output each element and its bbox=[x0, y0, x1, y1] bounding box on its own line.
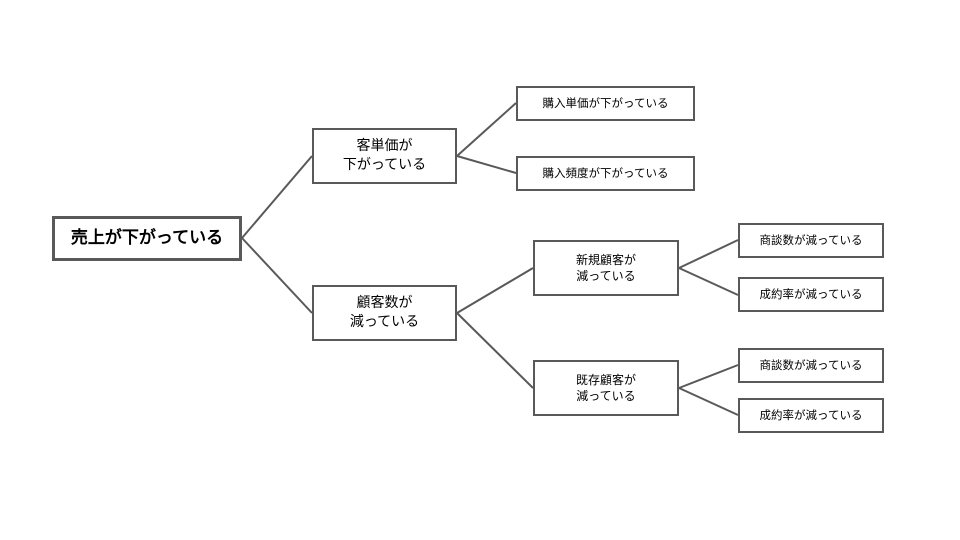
node-existing-customers: 既存顧客が 減っている bbox=[533, 360, 679, 416]
node-customer-unit-price: 客単価が 下がっている bbox=[312, 128, 457, 184]
node-label: 成約率が減っている bbox=[759, 407, 863, 422]
node-label: 顧客数が 減っている bbox=[349, 295, 420, 330]
connector-customer-price-to-purchase-price bbox=[456, 102, 517, 157]
connector-new-customers-to-deals bbox=[678, 239, 739, 269]
node-new-deal-count: 商談数が減っている bbox=[738, 223, 884, 258]
node-new-customers: 新規顧客が 減っている bbox=[533, 240, 679, 296]
node-label: 客単価が 下がっている bbox=[342, 138, 427, 173]
connector-root-to-customer-price bbox=[241, 155, 313, 239]
node-label: 購入単価が下がっている bbox=[542, 95, 669, 110]
connector-root-to-customer-count bbox=[241, 237, 313, 314]
node-purchase-frequency: 購入頻度が下がっている bbox=[516, 156, 695, 191]
node-label: 新規顧客が 減っている bbox=[575, 252, 636, 283]
node-label: 既存顧客が 減っている bbox=[575, 372, 636, 403]
connector-existing-customers-to-conversion bbox=[678, 387, 739, 416]
node-existing-conversion-rate: 成約率が減っている bbox=[738, 398, 884, 433]
node-label: 商談数が減っている bbox=[759, 357, 863, 372]
connector-new-customers-to-conversion bbox=[678, 267, 739, 296]
node-customer-count: 顧客数が 減っている bbox=[312, 285, 457, 341]
connector-customer-count-to-new-customers bbox=[456, 267, 534, 314]
node-existing-deal-count: 商談数が減っている bbox=[738, 348, 884, 383]
connector-existing-customers-to-deals bbox=[678, 364, 739, 389]
node-purchase-unit-price: 購入単価が下がっている bbox=[516, 86, 695, 121]
node-new-conversion-rate: 成約率が減っている bbox=[738, 277, 884, 312]
node-label: 商談数が減っている bbox=[759, 232, 863, 247]
root-node-sales-declining: 売上が下がっている bbox=[52, 216, 242, 261]
connector-customer-price-to-purchase-frequency bbox=[456, 155, 517, 174]
root-node-label: 売上が下がっている bbox=[70, 228, 224, 249]
connector-customer-count-to-existing-customers bbox=[456, 312, 534, 389]
node-label: 購入頻度が下がっている bbox=[542, 165, 669, 180]
node-label: 成約率が減っている bbox=[759, 286, 863, 301]
